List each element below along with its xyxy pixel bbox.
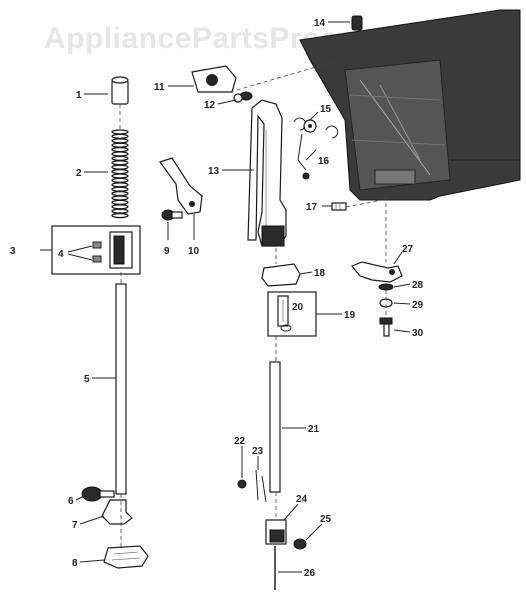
part-14-set-screw bbox=[351, 15, 363, 31]
part-20-clip bbox=[277, 295, 292, 332]
alignment-lines bbox=[119, 59, 387, 548]
part-22-screw bbox=[237, 479, 247, 489]
callout-19: 19 bbox=[344, 310, 356, 321]
part-13-needle-bar-frame bbox=[247, 99, 287, 247]
callout-27: 27 bbox=[402, 244, 414, 255]
callout-20: 20 bbox=[292, 302, 304, 313]
part-25-needle-clamp-screw bbox=[293, 538, 307, 550]
callout-2: 2 bbox=[76, 168, 82, 179]
callout-26: 26 bbox=[304, 568, 316, 579]
part-24-needle-clamp bbox=[265, 519, 287, 545]
part-1-presser-bar-cap bbox=[111, 76, 129, 105]
callout-10: 10 bbox=[188, 246, 200, 257]
callout-3: 3 bbox=[10, 246, 16, 257]
part-6-thumb-screw bbox=[81, 486, 115, 502]
part-21-needle-bar bbox=[269, 361, 281, 493]
callout-12: 12 bbox=[204, 100, 216, 111]
part-30-screw bbox=[379, 317, 393, 337]
callout-30: 30 bbox=[412, 328, 424, 339]
machine-head-casting bbox=[299, 9, 521, 201]
callout-18: 18 bbox=[314, 268, 326, 279]
callout-5: 5 bbox=[84, 374, 90, 385]
callout-1: 1 bbox=[76, 90, 82, 101]
spring-coil bbox=[111, 195, 129, 201]
part-8-presser-foot bbox=[103, 545, 149, 569]
callout-7: 7 bbox=[72, 520, 78, 531]
spring-coil bbox=[111, 151, 129, 157]
part-15-retaining-clips bbox=[293, 117, 339, 139]
part-2-presser-spring bbox=[111, 129, 129, 219]
callout-28: 28 bbox=[412, 280, 424, 291]
part-18-needle-bar-clamp bbox=[261, 263, 301, 287]
callout-4: 4 bbox=[58, 249, 64, 260]
callout-21: 21 bbox=[308, 424, 320, 435]
spring-coil bbox=[111, 190, 129, 197]
spring-coil bbox=[111, 133, 129, 140]
spring-coil bbox=[111, 208, 129, 214]
spring-coil bbox=[111, 177, 129, 184]
callout-11: 11 bbox=[154, 82, 165, 93]
spring-coil bbox=[111, 168, 129, 175]
spring-coil bbox=[111, 204, 129, 210]
part-23-thread-guide bbox=[255, 469, 267, 503]
spring-coil bbox=[111, 212, 129, 219]
callout-24: 24 bbox=[296, 494, 308, 505]
part-17-screw bbox=[331, 202, 347, 211]
callout-14: 14 bbox=[314, 18, 326, 29]
part-12-screw-washer bbox=[233, 91, 253, 103]
part-28-spacer bbox=[378, 283, 394, 291]
spring-coil bbox=[111, 142, 129, 148]
spring-coil bbox=[111, 160, 129, 166]
spring-coil bbox=[111, 199, 129, 206]
spring-coil bbox=[111, 146, 129, 153]
spring-coil bbox=[111, 182, 129, 188]
part-16-tension-spring bbox=[297, 119, 317, 180]
callout-15: 15 bbox=[320, 104, 332, 115]
callout-leaders bbox=[40, 21, 411, 573]
spring-coil bbox=[111, 138, 129, 144]
spring-coil bbox=[111, 129, 129, 135]
callout-labels: 1 2 3 4 5 6 7 8 9 10 11 12 13 14 15 16 1… bbox=[10, 18, 424, 579]
callout-17: 17 bbox=[306, 202, 318, 213]
callout-23: 23 bbox=[252, 446, 264, 457]
part-4-bracket-screws bbox=[92, 231, 133, 269]
spring-coil bbox=[111, 186, 129, 192]
callout-8: 8 bbox=[72, 558, 78, 569]
callout-6: 6 bbox=[68, 496, 74, 507]
spring-coil bbox=[111, 155, 129, 162]
spring-coil bbox=[111, 164, 129, 170]
spring-coil bbox=[111, 173, 129, 179]
part-7-presser-shank bbox=[101, 499, 133, 525]
callout-22: 22 bbox=[234, 436, 246, 447]
part-27-thread-guide-bracket bbox=[351, 261, 403, 283]
callout-9: 9 bbox=[164, 246, 170, 257]
part-11-hinge-bracket bbox=[191, 65, 237, 93]
callout-13: 13 bbox=[208, 166, 220, 177]
callout-25: 25 bbox=[320, 514, 332, 525]
part-5-presser-bar bbox=[115, 283, 127, 495]
part-19-bracket-box bbox=[267, 291, 317, 337]
callout-16: 16 bbox=[318, 156, 330, 167]
part-10-presser-lifter-lever bbox=[159, 157, 203, 215]
callout-29: 29 bbox=[412, 300, 424, 311]
part-9-screw bbox=[161, 209, 183, 221]
